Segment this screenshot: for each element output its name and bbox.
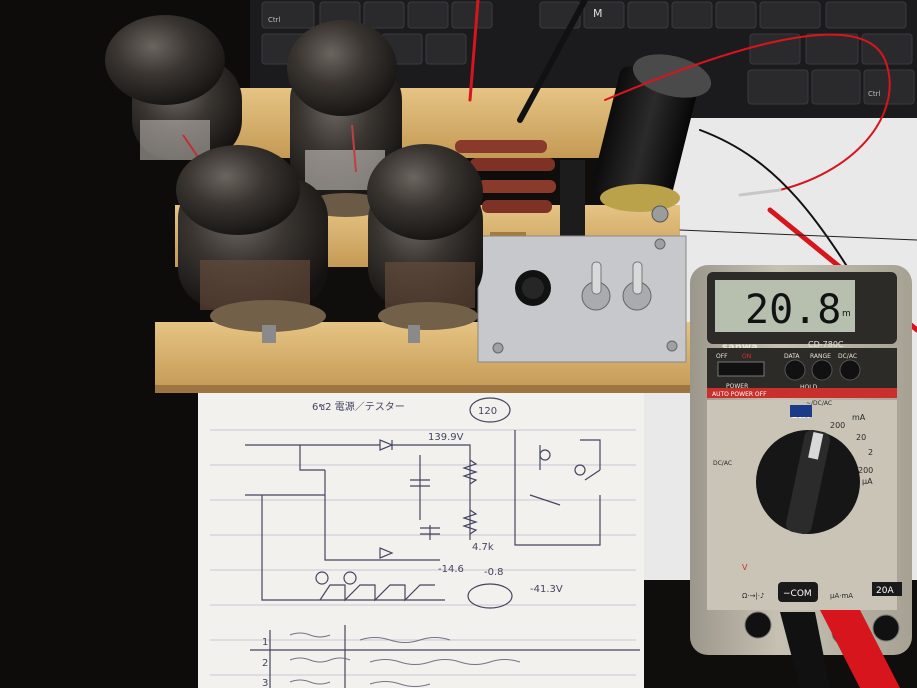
power-label: POWER (726, 383, 748, 390)
dial-20: 20 (856, 433, 866, 442)
on-label: ON (742, 353, 751, 360)
power-switch[interactable] (717, 361, 765, 377)
lcd-unit: m (842, 309, 851, 319)
table-row-1: 1 (262, 637, 268, 648)
note-resistor-value: 4.7k (472, 542, 494, 553)
brand-label: sanwa (722, 342, 758, 353)
handwritten-schematic (245, 397, 640, 688)
lcd-display (715, 280, 855, 332)
vacuum-tubes (105, 15, 483, 343)
note-voltage-top: 139.9V (428, 432, 464, 443)
jack-20a-label: 20A (876, 586, 894, 596)
off-label: OFF (716, 353, 728, 360)
jack-ua-ma-label: µA·mA (830, 592, 853, 600)
model-label: CD-780C (808, 340, 844, 349)
dial-2: 2 (868, 448, 873, 457)
tube-back-right (287, 20, 402, 217)
jack-20a[interactable] (872, 614, 900, 642)
jack-ohm-label: Ω·→|·♪ (742, 592, 765, 600)
electrolytic-capacitor (592, 54, 712, 223)
auto-power-off-label: AUTO POWER OFF (712, 391, 767, 398)
key-m-label: M (593, 7, 603, 20)
note-reading: -0.8 (484, 567, 504, 578)
com-label: −COM (783, 589, 812, 599)
tube-back-left (105, 15, 242, 161)
dial-ua: µA (862, 477, 873, 486)
note-title: 6ช2 電源／テスター (312, 400, 405, 413)
probe-plugs (780, 610, 900, 688)
notebook: 6ช2 電源／テスター 139.9V 120 4.7k -14.6 -0.8 -… (198, 392, 644, 688)
note-circled-value: 120 (478, 406, 497, 417)
dial-ma: mA (852, 413, 866, 422)
jack-v-label: V (742, 563, 748, 572)
note-reading-2: -41.3V (530, 584, 563, 595)
data-button[interactable] (784, 359, 806, 381)
range-button[interactable] (811, 359, 833, 381)
table-row-2: 2 (262, 658, 268, 669)
lcd-reading: 20.8 (745, 287, 841, 333)
dial-200: 200 (830, 421, 845, 430)
dial-top-dcac: ~/DC/AC (806, 400, 832, 407)
dial-dcac: DC/AC (713, 460, 732, 467)
range-button-label: RANGE (810, 353, 831, 360)
table-row-3: 3 (262, 678, 268, 688)
tube-front-right (367, 144, 483, 343)
dial-200-ua: 200 (858, 466, 873, 475)
key-ctrl-right-label: Ctrl (868, 90, 881, 98)
note-neg-voltage: -14.6 (438, 564, 464, 575)
hold-label: HOLD (800, 384, 818, 391)
dcac-button-label: DC/AC (838, 353, 857, 360)
data-button-label: DATA (784, 353, 800, 360)
jack-v[interactable] (744, 611, 772, 639)
dcac-button[interactable] (839, 359, 861, 381)
aluminum-panel (477, 235, 687, 363)
multimeter: 20.8 m sanwa CD-780C OFF ON POWER DATA R… (690, 265, 912, 655)
key-ctrl-label: Ctrl (268, 16, 281, 24)
tube-front-left (176, 145, 328, 343)
